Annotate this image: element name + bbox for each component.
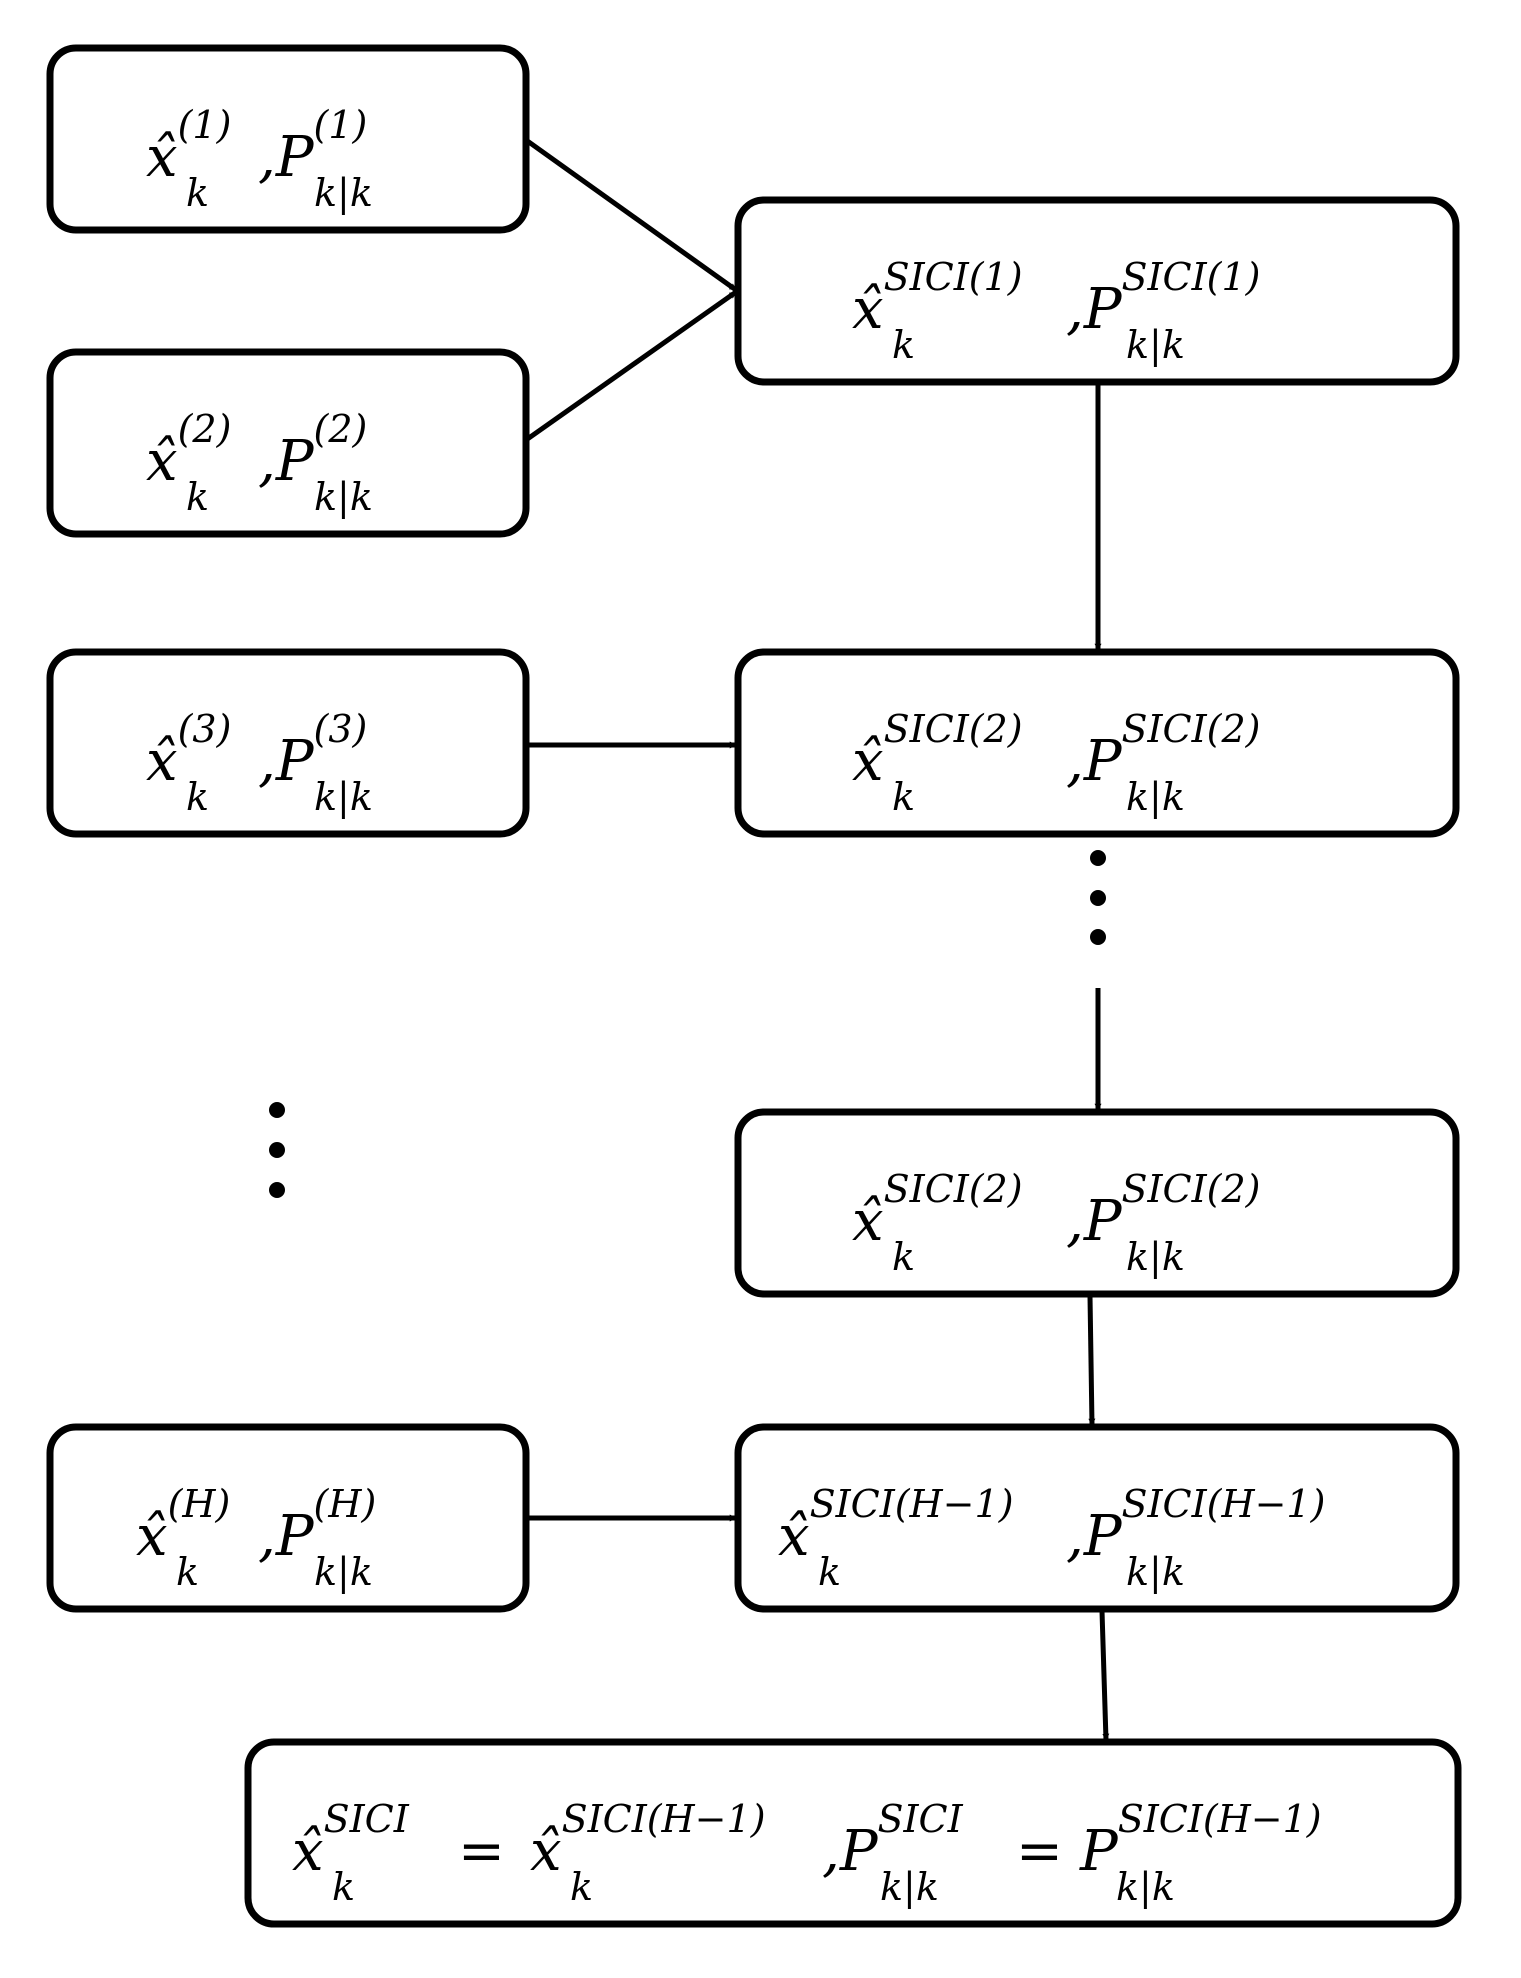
svg-text:x̂SICI(1)k,PSICI(1)k|k: x̂SICI(1)k,PSICI(1)k|k <box>852 255 1260 367</box>
fusion-node-1: x̂SICI(1)k,PSICI(1)k|k <box>734 196 1460 386</box>
input-node-2: x̂(2)k,P(2)k|k <box>46 348 530 538</box>
edge-in1-to-f1 <box>524 137 738 293</box>
fusion-node-h: x̂SICI(H−1)k,PSICI(H−1)k|k <box>734 1423 1460 1613</box>
edge-fh-to-final <box>1099 1610 1110 1741</box>
svg-text:x̂(3)k,P(3)k|k: x̂(3)k,P(3)k|k <box>146 707 373 819</box>
input-node-3: x̂(3)k,P(3)k|k <box>46 648 530 838</box>
svg-text:x̂(H)k,P(H)k|k: x̂(H)k,P(H)k|k <box>136 1482 376 1594</box>
input-node-h: x̂(H)k,P(H)k|k <box>46 1423 530 1613</box>
svg-text:x̂SICI(2)k,PSICI(2)k|k: x̂SICI(2)k,PSICI(2)k|k <box>852 707 1260 819</box>
edge-f3-to-fh <box>1087 1295 1096 1426</box>
fusion-node-2: x̂SICI(2)k,PSICI(2)k|k <box>734 648 1460 838</box>
svg-text:x̂SICI(H−1)k,PSICI(H−1)k|k: x̂SICI(H−1)k,PSICI(H−1)k|k <box>778 1482 1325 1594</box>
svg-text:x̂(2)k,P(2)k|k: x̂(2)k,P(2)k|k <box>146 407 373 519</box>
svg-text:x̂SICI(2)k,PSICI(2)k|k: x̂SICI(2)k,PSICI(2)k|k <box>852 1167 1260 1279</box>
fusion-node-3: x̂SICI(2)k,PSICI(2)k|k <box>734 1108 1460 1298</box>
vertical-ellipsis-left <box>269 1102 285 1198</box>
input-node-1: x̂(1)k,P(1)k|k <box>46 44 530 234</box>
vertical-ellipsis-right <box>1090 850 1106 945</box>
svg-text:x̂(1)k,P(1)k|k: x̂(1)k,P(1)k|k <box>146 103 373 215</box>
edge-in2-to-f1 <box>524 289 738 443</box>
